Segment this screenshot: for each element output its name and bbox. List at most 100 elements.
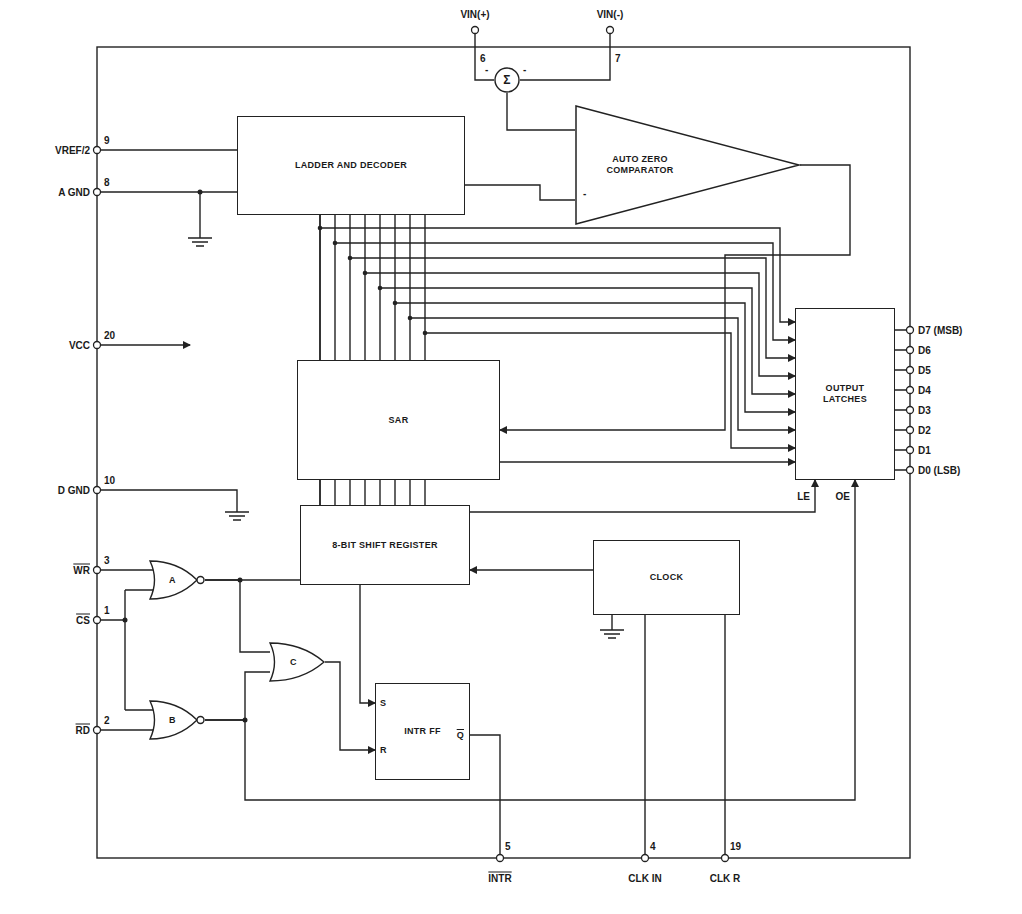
pin-label: RD	[76, 725, 90, 736]
comparator-triangle: AUTO ZERO COMPARATOR	[575, 105, 800, 225]
flip-flop-box: INTR FFSRQ	[375, 683, 470, 780]
bus-line	[424, 480, 425, 505]
bus-line	[334, 480, 335, 505]
signal-connector	[470, 480, 815, 512]
port-label: Q	[457, 730, 464, 741]
junction-dot	[408, 316, 413, 321]
vref-wire	[97, 149, 237, 150]
pins	[94, 27, 914, 862]
bus-line	[410, 318, 795, 430]
signal-connector	[319, 215, 320, 360]
clock-pin-wires	[645, 615, 725, 858]
pin-number: 20	[104, 330, 115, 341]
shift-register-box: 8-BIT SHIFT REGISTER	[300, 505, 470, 585]
pin-label: VREF/2	[55, 145, 90, 156]
bus-line	[425, 333, 795, 448]
junction-dot	[333, 241, 338, 246]
bus-line	[409, 480, 410, 505]
pin-label: D3	[918, 405, 931, 416]
bus-line	[320, 228, 795, 322]
bus-line	[364, 215, 365, 360]
pin-number: 6	[480, 53, 486, 64]
ladder-decoder-box: LADDER AND DECODER	[237, 116, 465, 215]
signal-connector	[465, 185, 575, 200]
bus-line	[349, 215, 350, 360]
pin-label: -	[485, 64, 488, 75]
bus-line	[319, 480, 320, 505]
pin-label: WR	[73, 565, 90, 576]
pin-label: VCC	[69, 340, 90, 351]
pin-label: VIN(-)	[597, 9, 624, 20]
block-label: Σ	[503, 73, 511, 87]
signal-connector	[205, 672, 270, 720]
intr-wire	[470, 735, 500, 858]
pin-number: 1	[104, 605, 110, 616]
block-label: OUTPUT LATCHES	[805, 383, 885, 405]
block-label: 8-BIT SHIFT REGISTER	[332, 540, 438, 551]
signal-connector	[360, 585, 375, 703]
pin-label: A GND	[58, 187, 90, 198]
bus-line	[334, 215, 335, 360]
pin-number: 10	[104, 475, 115, 486]
ground-symbol	[225, 512, 249, 520]
signal-connector	[319, 480, 320, 505]
block-label: A	[169, 575, 176, 586]
port-label: R	[380, 745, 387, 756]
vcc-wire	[100, 344, 190, 345]
bus-line	[409, 215, 410, 360]
block-label: B	[169, 715, 176, 726]
signal-connector	[507, 93, 575, 130]
pin-label: INTR	[488, 873, 511, 884]
sar-box: SAR	[297, 360, 500, 480]
pin-label: D1	[918, 445, 931, 456]
pin-number: 5	[505, 841, 511, 852]
block-label: INTR FF	[404, 726, 441, 737]
or-gate: A	[150, 560, 205, 600]
pin-number: 4	[650, 841, 656, 852]
pin-label: D7 (MSB)	[918, 325, 962, 336]
bus-line	[424, 215, 425, 360]
junction-dot	[423, 331, 428, 336]
pin-label: D4	[918, 385, 931, 396]
signal-connector	[205, 580, 270, 652]
junction-dot	[348, 256, 353, 261]
bus-line	[319, 215, 320, 360]
dgnd-wire	[97, 490, 237, 512]
cs-wire	[97, 590, 157, 710]
rd-wire	[97, 729, 157, 730]
pin-label: D0 (LSB)	[918, 465, 960, 476]
vin-wires	[475, 30, 610, 80]
pin-label: -	[523, 64, 526, 75]
signal-connector	[500, 165, 850, 430]
or-gate: C	[270, 642, 325, 682]
ground-symbol	[188, 238, 212, 246]
pin-label: LE	[797, 491, 810, 502]
pin-number: 9	[104, 135, 110, 146]
pin-number: 3	[104, 555, 110, 566]
pin-label: OE	[836, 491, 850, 502]
pin-label: D2	[918, 425, 931, 436]
bus-line	[380, 288, 795, 394]
or-gate: B	[150, 700, 205, 740]
clock-ground	[600, 615, 624, 638]
output-latches-box: OUTPUT LATCHES	[795, 308, 895, 480]
signal-connector	[205, 480, 855, 800]
pin-label: VIN(+)	[460, 9, 489, 20]
bus-line	[395, 303, 795, 412]
pin-label: D6	[918, 345, 931, 356]
junction-dot	[363, 271, 368, 276]
clock-box: CLOCK	[593, 540, 740, 615]
pin-label: D GND	[58, 485, 90, 496]
bus-line	[394, 215, 395, 360]
wr-wire	[97, 569, 157, 570]
junction-dots	[123, 190, 248, 723]
pin-label: CLK R	[710, 873, 741, 884]
block-label: LADDER AND DECODER	[295, 160, 407, 171]
signal-connector	[470, 569, 593, 570]
pin-label: CLK IN	[628, 873, 661, 884]
pin-number: 19	[730, 841, 741, 852]
block-label: CLOCK	[650, 572, 684, 583]
junction-dot	[393, 301, 398, 306]
